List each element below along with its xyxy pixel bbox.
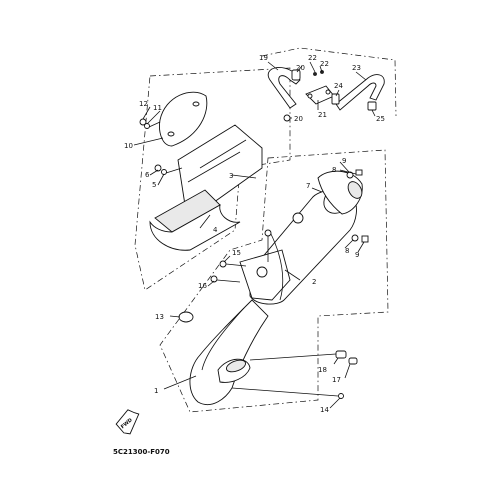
callout-3: 3 xyxy=(229,172,233,180)
protector-screws xyxy=(139,118,183,175)
callout-25: 25 xyxy=(376,115,385,123)
muffler-bracket xyxy=(239,229,291,301)
exhaust-pipe xyxy=(189,299,269,406)
callout-24: 24 xyxy=(334,82,343,90)
callout-18: 18 xyxy=(318,366,327,374)
callout-9-right: 9 xyxy=(355,251,359,259)
callout-15: 15 xyxy=(232,249,241,257)
callout-12: 12 xyxy=(139,100,148,108)
air-injection-pipes xyxy=(267,67,385,122)
fwd-arrow-icon: FWD xyxy=(115,409,140,435)
muffler-bolts xyxy=(346,169,369,243)
callout-10: 10 xyxy=(124,142,133,150)
callout-8-top: 8 xyxy=(332,166,336,174)
callout-22-b: 22 xyxy=(320,60,329,68)
bracket-bolts xyxy=(210,260,247,283)
callout-14: 14 xyxy=(320,406,329,414)
callout-4: 4 xyxy=(213,226,218,234)
callout-22-a: 22 xyxy=(308,54,317,62)
callout-20-top: 20 xyxy=(296,64,305,72)
callout-21: 21 xyxy=(318,111,327,119)
exhaust-gasket xyxy=(178,311,194,323)
callout-7: 7 xyxy=(306,182,310,190)
heat-protector xyxy=(177,124,263,206)
callout-19: 19 xyxy=(259,54,268,62)
callout-2: 2 xyxy=(312,278,316,286)
callout-20-bottom: 20 xyxy=(294,115,303,123)
group-outlines xyxy=(134,47,397,413)
callout-1: 1 xyxy=(154,387,158,395)
protector-insulation xyxy=(149,189,241,251)
callout-17: 17 xyxy=(332,376,341,384)
callout-11: 11 xyxy=(153,104,162,112)
diagram-code: 5C21300-F070 xyxy=(113,448,170,456)
callout-23: 23 xyxy=(352,64,361,72)
heat-protector-cover xyxy=(159,91,208,147)
callout-labels: 12 11 10 6 5 3 4 7 9 8 8 9 2 15 16 13 1 … xyxy=(124,54,385,414)
mount-collars xyxy=(231,350,358,399)
callout-5: 5 xyxy=(152,181,156,189)
leader-lines xyxy=(133,61,376,409)
callout-8-right: 8 xyxy=(345,247,349,255)
callout-13: 13 xyxy=(155,313,164,321)
callout-9-top: 9 xyxy=(342,157,346,165)
callout-6: 6 xyxy=(145,171,150,179)
callout-16: 16 xyxy=(198,282,207,290)
